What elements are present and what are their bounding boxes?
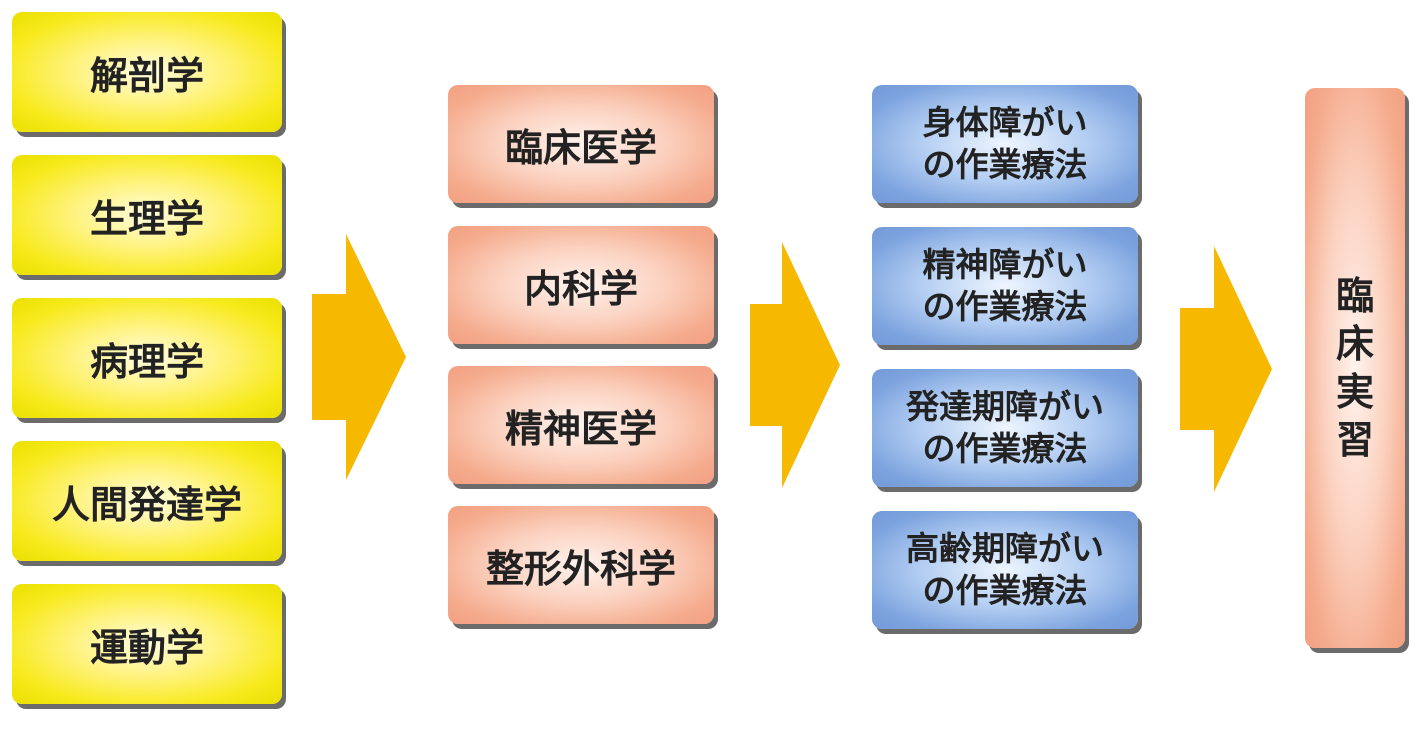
subject-label-line2: の作業療法 (922, 287, 1088, 326)
subject-box-geriatric-ot: 高齢期障がい の作業療法 (872, 511, 1138, 629)
subject-label-line2: の作業療法 (922, 145, 1088, 184)
subject-box-kinesiology: 運動学 (12, 584, 282, 704)
subject-box-anatomy: 解剖学 (12, 12, 282, 132)
subject-label: 高齢期障がい の作業療法 (906, 528, 1104, 612)
subject-label-line1: 身体障がい (922, 103, 1088, 142)
subject-box-developmental-ot: 発達期障がい の作業療法 (872, 369, 1138, 487)
subject-label: 人間発達学 (51, 482, 242, 527)
subject-label: 臨床医学 (504, 125, 657, 170)
subject-box-internal-medicine: 内科学 (448, 226, 714, 344)
subject-label: 整形外科学 (485, 546, 676, 591)
subject-label-char: 臨 (1335, 274, 1374, 318)
subject-label: 精神医学 (504, 406, 657, 451)
subject-label: 発達期障がい の作業療法 (906, 386, 1104, 470)
subject-box-pathology: 病理学 (12, 298, 282, 418)
subject-label: 運動学 (89, 625, 204, 670)
subject-box-orthopedics: 整形外科学 (448, 506, 714, 624)
subject-label: 生理学 (89, 196, 204, 241)
subject-label: 内科学 (523, 266, 638, 311)
subject-label-line1: 高齢期障がい (906, 529, 1104, 568)
subject-box-psychiatry: 精神医学 (448, 366, 714, 484)
subject-label-line1: 精神障がい (922, 245, 1088, 284)
subject-label: 解剖学 (89, 53, 204, 98)
flow-arrow-1 (312, 234, 406, 480)
subject-box-clinical-medicine: 臨床医学 (448, 85, 714, 203)
subject-label-char: 床 (1335, 322, 1374, 366)
flow-arrow-3 (1180, 246, 1272, 492)
flow-arrow-2 (750, 242, 840, 488)
subject-label-line1: 発達期障がい (906, 387, 1104, 426)
subject-box-physiology: 生理学 (12, 155, 282, 275)
subject-box-physical-ot: 身体障がい の作業療法 (872, 85, 1138, 203)
subject-box-human-development: 人間発達学 (12, 441, 282, 561)
subject-label-char: 習 (1335, 418, 1374, 462)
subject-label: 病理学 (89, 339, 204, 384)
subject-box-clinical-practice: 臨 床 実 習 (1305, 88, 1405, 648)
subject-label: 精神障がい の作業療法 (923, 244, 1088, 328)
subject-label-line2: の作業療法 (922, 429, 1088, 468)
subject-label-char: 実 (1335, 370, 1374, 414)
subject-label-line2: の作業療法 (922, 571, 1088, 610)
subject-label: 身体障がい の作業療法 (923, 102, 1088, 186)
subject-box-mental-ot: 精神障がい の作業療法 (872, 227, 1138, 345)
